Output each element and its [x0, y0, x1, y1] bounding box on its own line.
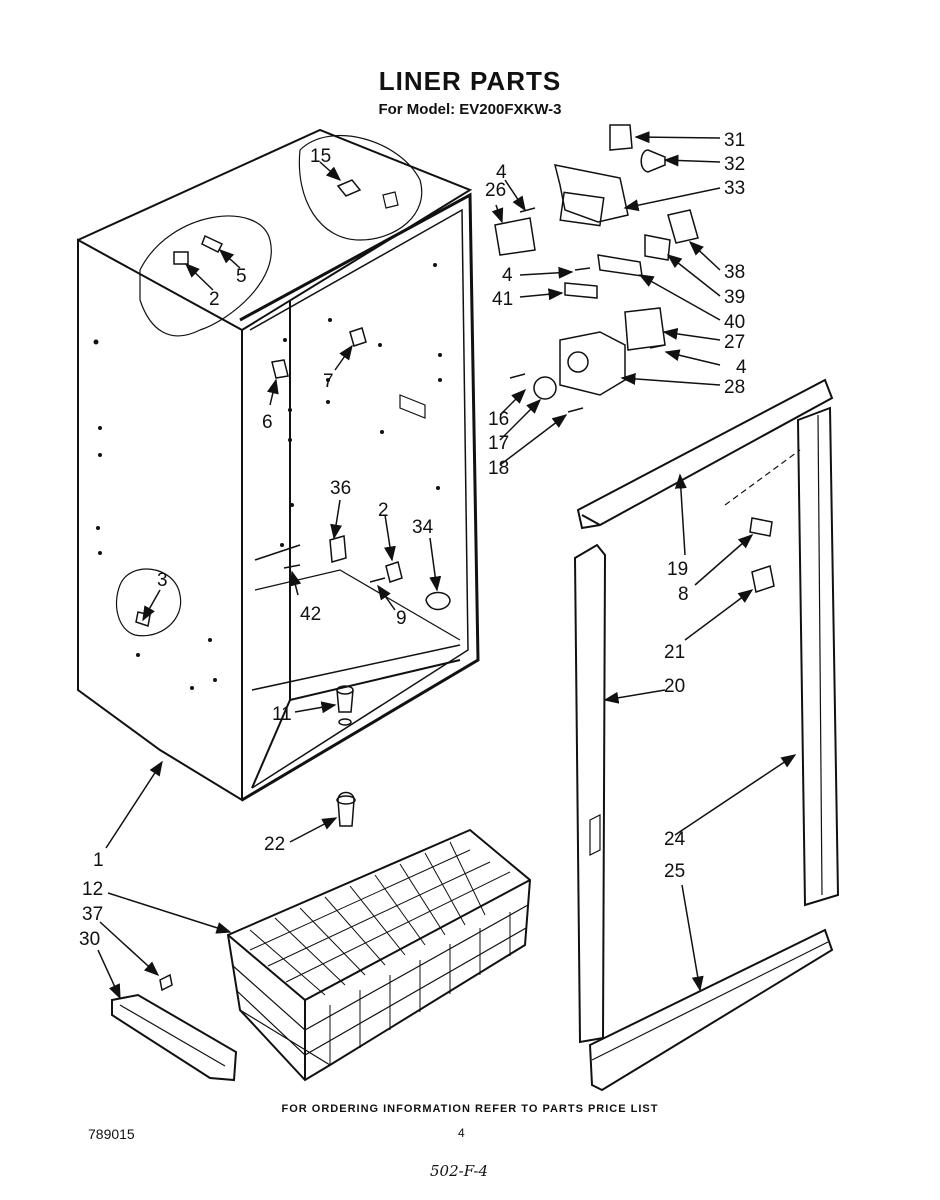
cabinet-small-parts	[135, 179, 451, 827]
callout-8: 8	[678, 584, 689, 605]
callout-4: 4	[496, 162, 507, 183]
leader-lines	[97, 131, 797, 1000]
part-30-bracket	[111, 993, 238, 1082]
part-5-plug	[201, 234, 224, 254]
part-40-bracket	[597, 254, 643, 277]
callout-1: 1	[93, 850, 104, 871]
part-18-screw	[567, 407, 584, 413]
liner-cabinet	[77, 128, 480, 802]
callout-18: 18	[488, 458, 509, 479]
callout-38: 38	[724, 262, 745, 283]
part-38-switch	[667, 209, 699, 244]
basket-bracket-parts	[111, 973, 238, 1082]
part-16-screw	[509, 373, 526, 379]
callout-4: 4	[736, 357, 747, 378]
callout-37: 37	[82, 904, 103, 925]
callout-31: 31	[724, 130, 745, 151]
callout-27: 27	[724, 332, 745, 353]
part-32-bulb	[640, 149, 666, 173]
callout-25: 25	[664, 861, 685, 882]
page-number: 4	[458, 1126, 465, 1140]
callout-33: 33	[724, 178, 745, 199]
handwritten-note: 502-F-4	[430, 1162, 489, 1180]
door-liner-parts	[573, 378, 840, 1092]
control-housing-parts	[494, 124, 699, 413]
part-22-drain-tube	[337, 791, 355, 827]
callout-19: 19	[667, 559, 688, 580]
part-41-light-shield	[564, 282, 598, 299]
callout-24: 24	[664, 829, 686, 850]
part-8-clip	[749, 517, 773, 537]
part-2-lower-clip	[385, 561, 403, 583]
part-26-bracket	[494, 217, 536, 256]
callout-16: 16	[488, 409, 509, 430]
callout-2: 2	[209, 289, 220, 310]
part-15-bracket	[336, 179, 362, 197]
callout-40: 40	[724, 312, 745, 333]
part-42-screw	[283, 564, 301, 569]
callout-labels: 1 2 2 3 4 4 4 5 6 7 8 9 11 12 15 16 17 1…	[79, 130, 747, 950]
callout-20: 20	[664, 676, 685, 697]
callout-11: 11	[272, 704, 292, 725]
model-subtitle: For Model: EV200FXKW-3	[378, 101, 562, 118]
callout-15: 15	[310, 146, 331, 167]
part-36-bracket	[329, 535, 347, 563]
part-6-clip	[271, 359, 289, 379]
callout-34: 34	[412, 517, 434, 538]
part-20-side-strip	[573, 543, 607, 1044]
callout-17: 17	[488, 433, 509, 454]
part-9-screw	[369, 577, 386, 583]
callout-39: 39	[724, 287, 745, 308]
part-27-thermostat	[624, 307, 666, 351]
callout-7: 7	[323, 371, 334, 392]
part-25-bottom-strip	[588, 928, 834, 1092]
part-24-side-strip	[796, 406, 840, 907]
callout-3: 3	[157, 570, 168, 591]
callout-36: 36	[330, 478, 351, 499]
callout-32: 32	[724, 154, 745, 175]
cabinet-holes	[93, 263, 442, 690]
part-21-clip	[751, 565, 775, 593]
part-37-screw	[159, 973, 173, 992]
part-31-socket	[609, 124, 633, 151]
callout-12: 12	[82, 879, 103, 900]
callout-2: 2	[378, 500, 389, 521]
document-number: 789015	[88, 1126, 135, 1142]
wire-basket	[226, 828, 532, 1082]
part-17-knob	[533, 376, 557, 400]
part-34-cover	[425, 591, 451, 611]
callout-26: 26	[485, 180, 506, 201]
callout-28: 28	[724, 377, 745, 398]
callout-6: 6	[262, 412, 273, 433]
part-28-housing	[559, 331, 626, 396]
part-39-switch-housing	[644, 234, 671, 261]
callout-5: 5	[236, 266, 247, 287]
part-33-shield	[553, 164, 629, 223]
page-title: LINER PARTS	[378, 66, 562, 96]
part-2-clip	[173, 251, 189, 265]
part-7-clip	[349, 327, 367, 347]
part-19-top-strip	[576, 378, 834, 530]
callout-4: 4	[502, 265, 513, 286]
ordering-info-footer: FOR ORDERING INFORMATION REFER TO PARTS …	[281, 1103, 659, 1115]
callout-9: 9	[396, 608, 407, 629]
callout-22: 22	[264, 834, 285, 855]
callout-42: 42	[300, 604, 321, 625]
callout-21: 21	[664, 642, 685, 663]
callout-30: 30	[79, 929, 100, 950]
callout-41: 41	[492, 289, 513, 310]
